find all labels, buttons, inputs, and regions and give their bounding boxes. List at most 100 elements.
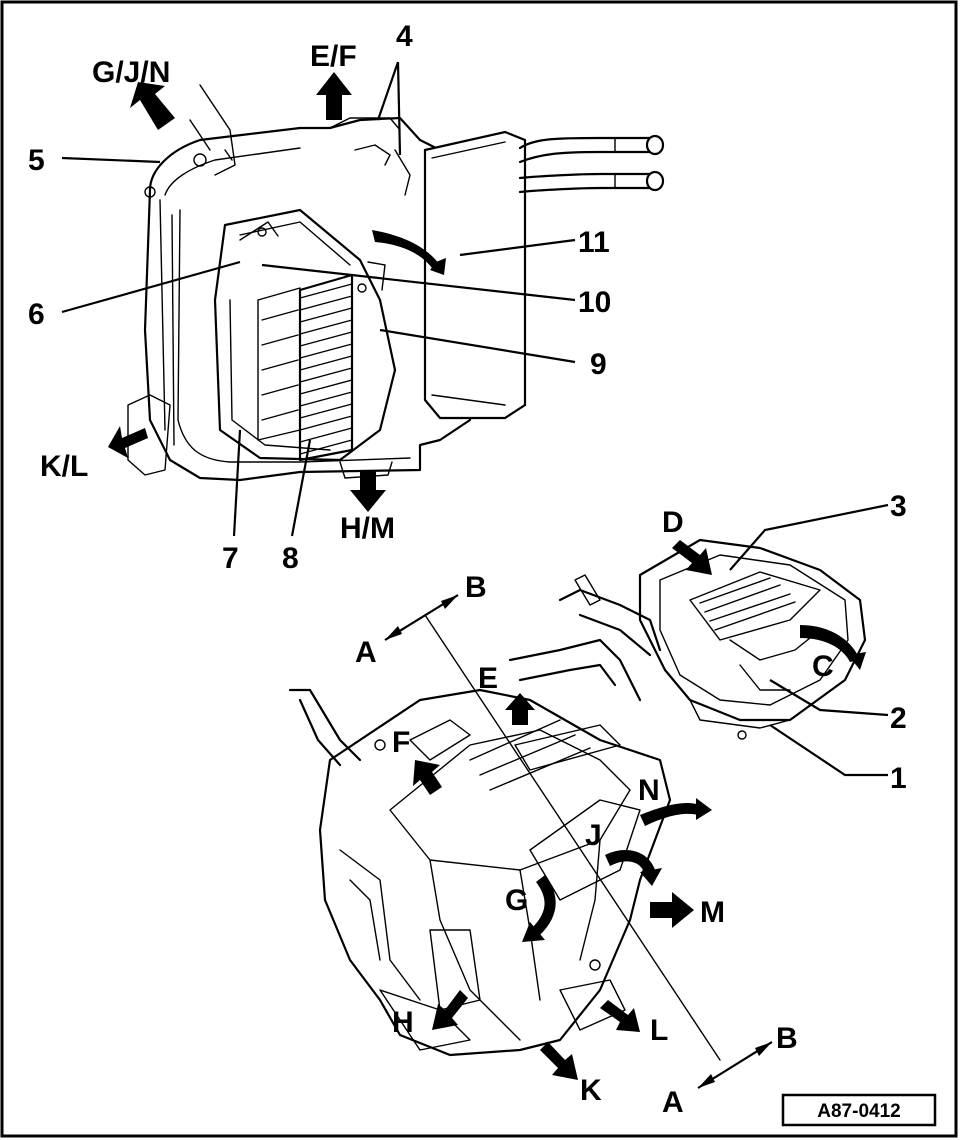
label-hm: H/M xyxy=(340,512,395,545)
label-g: G xyxy=(505,884,528,917)
section-arrowheads-top xyxy=(385,595,458,640)
leader-5 xyxy=(61,156,161,164)
blower-screw xyxy=(737,730,747,740)
housing-wall-lines xyxy=(159,199,175,446)
blower-housing xyxy=(638,538,867,722)
airflow-arrowhead xyxy=(430,258,446,275)
upper-pipe-end xyxy=(645,134,665,156)
figure-code-box: A87-0412 xyxy=(781,1093,937,1127)
label-e: E xyxy=(478,662,498,695)
assembly-arrows xyxy=(413,540,866,1080)
heat-exchanger xyxy=(423,130,527,420)
leader-1 xyxy=(769,724,888,777)
label-k: K xyxy=(580,1074,602,1107)
pivot-screw-5 xyxy=(144,186,156,198)
label-10: 10 xyxy=(578,286,611,319)
label-3: 3 xyxy=(890,490,907,523)
filter-grille-lines xyxy=(261,309,299,421)
leader-6 xyxy=(61,260,241,314)
label-d: D xyxy=(662,506,684,539)
evaporator-frame-inner xyxy=(229,221,351,451)
label-c: C xyxy=(812,650,834,683)
section-line-ab xyxy=(424,614,721,1061)
lower-pipe-end xyxy=(645,170,665,192)
top-leaders xyxy=(61,61,576,537)
pivot-screw-left xyxy=(193,153,207,167)
top-ribs xyxy=(469,719,591,791)
kl-arrow xyxy=(108,426,148,458)
arrow-m xyxy=(650,892,694,928)
heat-exchanger-edges xyxy=(431,141,506,406)
flap-pin-10 xyxy=(357,283,367,293)
leader-2 xyxy=(769,679,889,717)
label-2: 2 xyxy=(890,702,907,735)
evaporator-frame xyxy=(213,208,397,462)
label-4: 4 xyxy=(396,20,413,53)
leader-8 xyxy=(290,439,312,537)
heater-pipes xyxy=(508,638,642,702)
top-arrows xyxy=(108,72,386,512)
left-pipe xyxy=(288,688,362,767)
arrow-e xyxy=(505,693,535,725)
section-arrowheads-bottom xyxy=(698,1042,772,1088)
arrow-k xyxy=(540,1042,578,1080)
airflow-curved-arrow xyxy=(372,230,440,268)
label-8: 8 xyxy=(282,542,299,575)
flap-brackets xyxy=(239,221,386,291)
lower-vent xyxy=(429,929,481,1011)
arrow-l xyxy=(600,1000,640,1032)
blower-housing-inner xyxy=(659,554,849,706)
leader-3 xyxy=(729,503,889,571)
main-housing xyxy=(318,688,672,1057)
arrow-c xyxy=(800,625,860,662)
section-line xyxy=(384,594,773,1089)
label-1: 1 xyxy=(890,762,907,795)
label-a-bottom: A xyxy=(662,1086,684,1119)
label-j: J xyxy=(585,819,602,852)
arrow-n-head xyxy=(696,798,712,820)
label-b-top: B xyxy=(465,571,487,604)
gjn-arrow xyxy=(130,82,175,130)
figure-code: A87-0412 xyxy=(817,1101,900,1122)
label-gjn: G/J/N xyxy=(92,56,170,89)
blower-base xyxy=(689,699,791,729)
arrow-f xyxy=(413,760,442,795)
evaporator-fins xyxy=(299,283,353,455)
side-flap-housing xyxy=(529,799,641,901)
connecting-duct xyxy=(558,588,662,657)
label-a-top: A xyxy=(355,636,377,669)
left-side-parts xyxy=(339,849,421,1001)
flap-lever-left xyxy=(189,84,236,176)
assembly-leaders xyxy=(729,503,889,777)
label-n: N xyxy=(638,774,660,807)
label-6: 6 xyxy=(28,298,45,331)
blower-filter-lines xyxy=(699,577,796,631)
evaporator-core xyxy=(298,273,354,462)
fixing-bolt-rear xyxy=(589,959,601,971)
arrow-c-head xyxy=(848,652,866,670)
footwell-outlet xyxy=(379,989,471,1051)
arrow-g-head xyxy=(522,922,545,942)
label-m: M xyxy=(700,896,725,929)
figure-code-frame xyxy=(781,1093,937,1127)
hm-arrow xyxy=(350,470,386,512)
label-5: 5 xyxy=(28,144,45,177)
ef-arrow xyxy=(316,72,352,120)
arrow-j-head xyxy=(640,868,662,886)
label-l: L xyxy=(650,1014,668,1047)
leader-11 xyxy=(459,238,576,257)
leader-10 xyxy=(261,263,576,302)
assembly-drawing xyxy=(288,538,867,1057)
top-housing-drawing xyxy=(127,84,665,482)
flap-pin xyxy=(257,227,267,237)
fixing-bolt xyxy=(374,739,386,751)
arrow-j xyxy=(605,850,655,874)
label-ef: E/F xyxy=(310,40,357,73)
label-kl: K/L xyxy=(40,450,88,483)
arrow-g xyxy=(532,875,556,935)
housing-inner-line xyxy=(164,147,411,463)
rear-outlet xyxy=(559,979,626,1031)
arrow-d xyxy=(672,540,712,575)
